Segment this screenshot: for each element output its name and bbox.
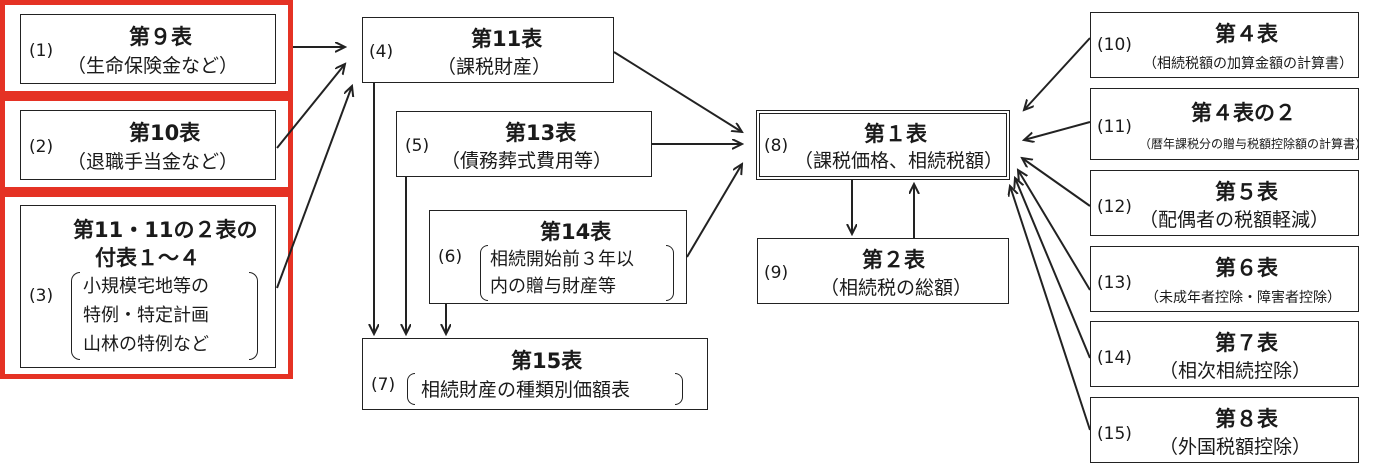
box-table-11: (4) 第11表 （課税財産）: [362, 17, 614, 83]
box-number: (14): [1097, 348, 1132, 368]
box-subtitle: （外国税額控除）: [1159, 436, 1312, 458]
box-table-4-2: (11) 第４表の２ （暦年課税分の贈与税額控除額の計算書）: [1090, 88, 1367, 160]
box-title: 第５表: [1215, 180, 1278, 204]
highlight-frame-2: [0, 96, 293, 192]
box-table-8: (15) 第８表 （外国税額控除）: [1090, 397, 1359, 463]
box-subtitle: （退職手当金など）: [67, 151, 239, 173]
box-title: 第８表: [1215, 407, 1278, 431]
box-subtitle: （課税価格、相続税額）: [794, 150, 1004, 172]
box-number: (5): [405, 136, 430, 156]
box-subtitle: （未成年者控除・障害者控除）: [1145, 290, 1341, 306]
box-number: (11): [1097, 117, 1132, 137]
box-subtitle: （生命保険金など）: [67, 55, 239, 77]
arrow-14-to-8: [1015, 178, 1091, 359]
box-number: (3): [29, 286, 54, 306]
arrow-6-to-8: [686, 164, 742, 258]
box-title-line-2: 付表１～４: [95, 246, 200, 270]
box-title: 第４表: [1215, 22, 1278, 46]
box-table-11-appendix: (3) 第11・11の２表の 付表１～４ 小規模宅地等の 特例・特定計画 山林の…: [20, 205, 276, 368]
box-number: (9): [764, 263, 789, 283]
box-table-1: (8) 第１表 （課税価格、相続税額）: [756, 110, 1010, 180]
arrow-13-to-8: [1018, 170, 1091, 291]
box-title: 第７表: [1215, 331, 1278, 355]
arrow-12-to-8: [1022, 158, 1091, 207]
arrow-15-to-8: [1010, 186, 1091, 431]
box-line: 小規模宅地等の: [83, 276, 209, 297]
box-number: (15): [1097, 424, 1132, 444]
box-title: 第14表: [540, 220, 612, 244]
box-number: (4): [369, 42, 394, 62]
box-title: 第13表: [505, 121, 577, 145]
box-table-6: (13) 第６表 （未成年者控除・障害者控除）: [1090, 246, 1359, 312]
box-subtitle: （配偶者の税額軽減）: [1139, 209, 1330, 231]
box-table-14: (6) 第14表 相続開始前３年以 内の贈与財産等: [429, 210, 687, 304]
box-table-4: (10) 第４表 （相続税額の加算金額の計算書）: [1090, 12, 1359, 78]
box-table-5: (12) 第５表 （配偶者の税額軽減）: [1090, 170, 1359, 236]
box-table-9: (1) 第９表 （生命保険金など）: [20, 14, 276, 84]
box-title: 第15表: [511, 349, 583, 373]
box-subtitle: （相次相続控除）: [1159, 360, 1312, 382]
highlight-frame-3: [0, 192, 293, 379]
box-subtitle: （相続税額の加算金額の計算書）: [1143, 56, 1353, 72]
box-title: 第６表: [1215, 256, 1278, 280]
box-table-10: (2) 第10表 （退職手当金など）: [20, 110, 276, 180]
box-number: (1): [29, 41, 54, 61]
box-number: (6): [438, 247, 463, 267]
box-line: 内の贈与財産等: [490, 276, 616, 297]
highlight-frame-1: [0, 0, 293, 96]
box-number: (12): [1097, 197, 1132, 217]
arrow-3-to-4: [276, 86, 352, 289]
box-line: 山林の特例など: [83, 334, 209, 355]
box-title: 第４表の２: [1191, 101, 1296, 125]
box-number: (13): [1097, 273, 1132, 293]
box-title: 第10表: [129, 121, 201, 145]
box-title: 第１表: [864, 122, 927, 146]
box-title-line-1: 第11・11の２表の: [73, 218, 258, 242]
arrow-4-to-8: [613, 51, 742, 132]
box-table-13: (5) 第13表 （債務葬式費用等）: [396, 111, 652, 177]
box-number: (10): [1097, 35, 1132, 55]
box-title: 第11表: [471, 27, 543, 51]
box-subtitle: （相続税の総額）: [820, 277, 973, 299]
box-table-2: (9) 第２表 （相続税の総額）: [757, 238, 1009, 304]
box-subtitle: （課税財産）: [437, 56, 552, 78]
box-number: (8): [764, 136, 789, 156]
box-subtitle: （債務葬式費用等）: [441, 150, 613, 172]
box-table-15: (7) 第15表 相続財産の種類別価額表: [362, 338, 708, 410]
box-line: 特例・特定計画: [83, 305, 209, 326]
box-subtitle: 相続財産の種類別価額表: [421, 379, 631, 401]
box-title: 第９表: [129, 25, 192, 49]
box-subtitle: （暦年課税分の贈与税額控除額の計算書）: [1139, 137, 1368, 151]
box-table-7: (14) 第７表 （相次相続控除）: [1090, 321, 1359, 387]
box-number: (2): [29, 137, 54, 157]
box-line: 相続開始前３年以: [490, 249, 634, 270]
arrow-10-to-8: [1024, 37, 1091, 110]
arrow-11-to-8: [1024, 121, 1091, 140]
box-title: 第２表: [862, 248, 925, 272]
arrow-2-to-4: [276, 64, 345, 149]
box-number: (7): [371, 375, 396, 395]
